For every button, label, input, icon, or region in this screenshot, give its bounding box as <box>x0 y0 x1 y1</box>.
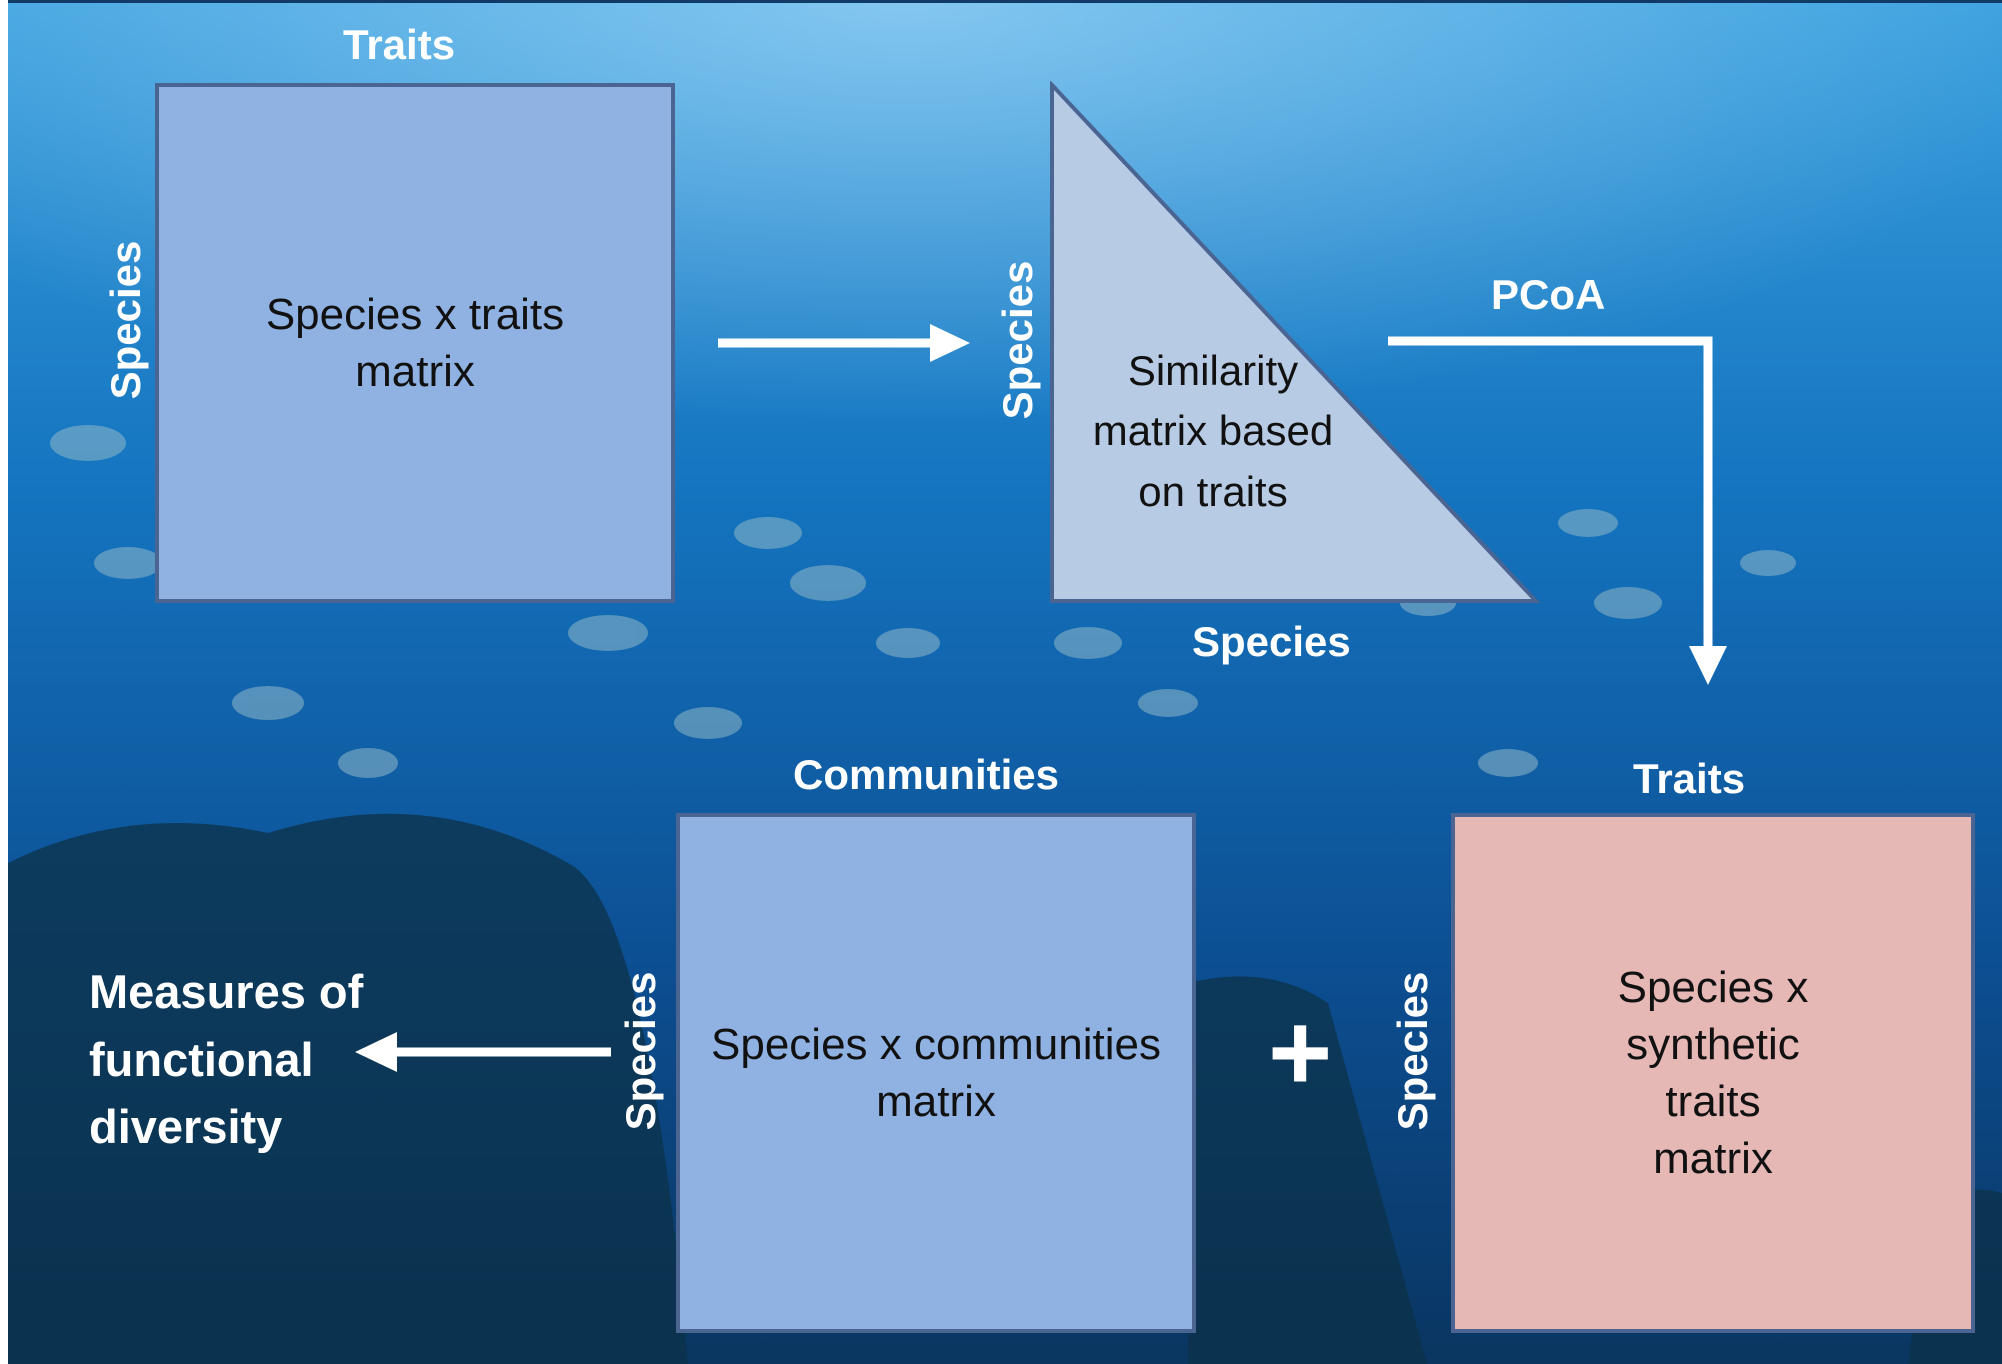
synthetic-traits-matrix: Species x synthetic traits matrix <box>1451 813 1975 1333</box>
functional-diversity-measures: Measures of functional diversity <box>89 965 364 1154</box>
species-traits-matrix: Species x traits matrix <box>155 83 675 603</box>
species-label-communities: Species <box>617 971 664 1131</box>
pcoa-label: PCoA <box>1491 271 1606 318</box>
species-communities-matrix: Species x communities matrix <box>676 813 1196 1333</box>
fish-school <box>50 425 1796 778</box>
traits-label-top: Traits <box>343 21 456 68</box>
species-label-synthetic: Species <box>1389 971 1436 1131</box>
traits-label-synthetic: Traits <box>1633 755 1746 802</box>
similarity-triangle <box>1050 81 1541 603</box>
plus-sign: + <box>1268 991 1333 1114</box>
similarity-matrix-text: Similarity matrix based on traits <box>1092 347 1334 515</box>
species-label-matrix1: Species <box>102 240 149 400</box>
pcoa-arrow <box>1388 336 1727 685</box>
diagram-canvas: Traits Species Species x traits matrix S… <box>8 0 2002 1364</box>
species-label-similarity-side: Species <box>994 260 1041 420</box>
species-label-similarity-bottom: Species <box>1192 618 1351 665</box>
arrow-to-similarity <box>718 324 970 362</box>
communities-label: Communities <box>793 751 1060 798</box>
arrow-to-measures <box>355 1032 611 1072</box>
